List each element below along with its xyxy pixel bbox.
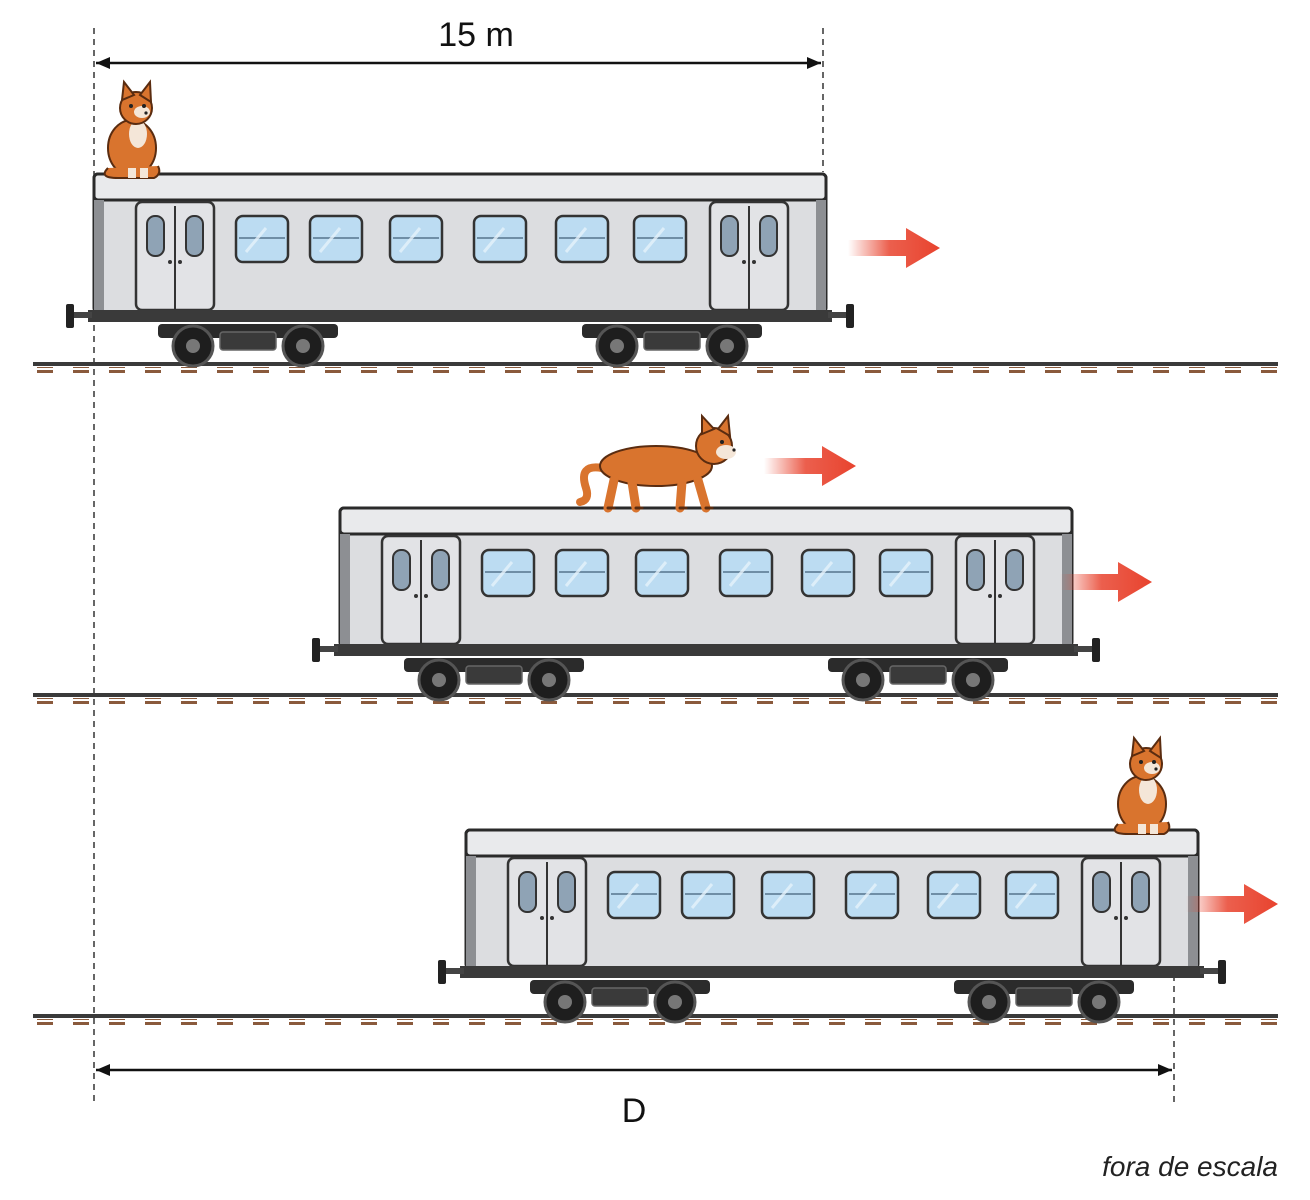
scale-note: fora de escala xyxy=(1102,1151,1278,1182)
track-2 xyxy=(33,693,1278,704)
motion-arrow-3 xyxy=(1060,562,1152,602)
train-car-2 xyxy=(312,508,1100,700)
cat-walking-middle xyxy=(580,416,736,508)
motion-arrow-1 xyxy=(848,228,940,268)
motion-arrow-4 xyxy=(1186,884,1278,924)
track-1 xyxy=(33,362,1278,373)
cat-sitting-rear xyxy=(103,81,161,179)
length-label: 15 m xyxy=(438,16,514,54)
train-car-3 xyxy=(438,830,1226,1022)
distance-label: D xyxy=(622,1092,647,1130)
train-car-1 xyxy=(66,174,854,366)
cat-sitting-front xyxy=(1113,737,1171,835)
motion-arrow-2 xyxy=(764,446,856,486)
